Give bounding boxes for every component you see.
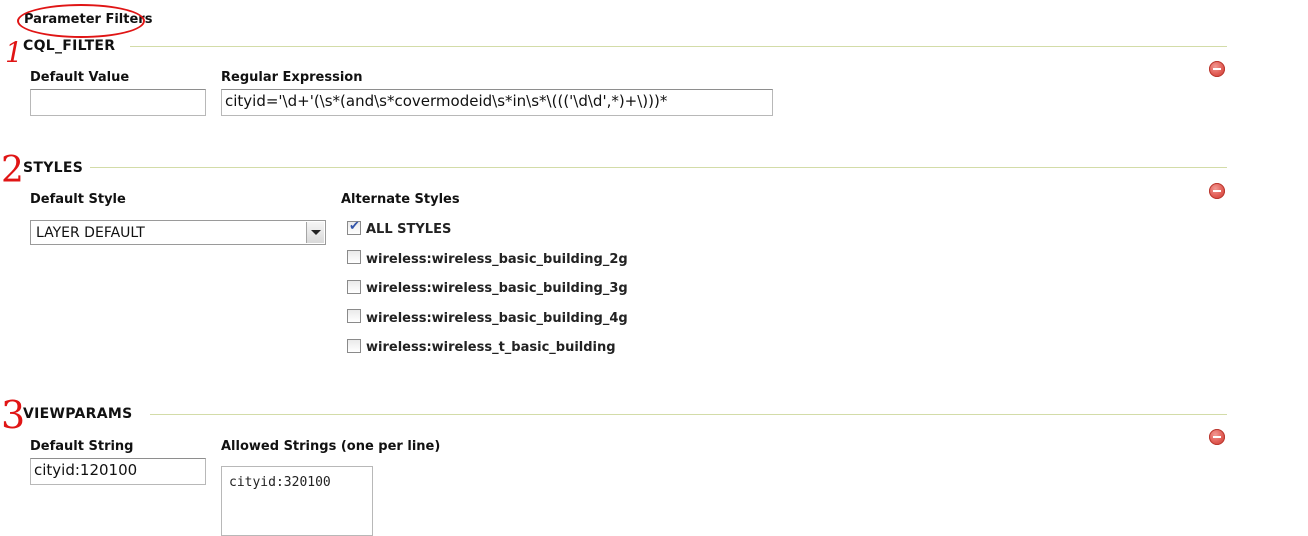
chevron-down-icon[interactable] xyxy=(306,222,324,243)
styles-title: STYLES xyxy=(23,160,84,176)
checkbox-label: wireless:wireless_basic_building_4g xyxy=(366,311,628,326)
viewparams-title: VIEWPARAMS xyxy=(23,406,133,422)
allowed-strings-textarea[interactable]: cityid:320100 xyxy=(221,466,373,536)
regular-expression-input[interactable]: cityid='\d+'(\s*(and\s*covermodeid\s*in\… xyxy=(221,89,773,116)
default-style-value: LAYER DEFAULT xyxy=(36,225,145,241)
allowed-strings-label: Allowed Strings (one per line) xyxy=(221,439,441,454)
remove-viewparams-icon[interactable] xyxy=(1209,429,1225,445)
checkbox-label: wireless:wireless_basic_building_2g xyxy=(366,252,628,267)
annotation-circle xyxy=(17,4,145,38)
default-style-select[interactable]: LAYER DEFAULT xyxy=(30,220,326,245)
checkbox-style-t-basic[interactable] xyxy=(347,339,361,353)
default-string-input[interactable]: cityid:120100 xyxy=(30,458,206,485)
section-divider xyxy=(150,414,1227,415)
section-divider xyxy=(130,46,1227,47)
default-value-label: Default Value xyxy=(30,70,130,85)
default-value-input[interactable] xyxy=(30,89,206,116)
alternate-styles-label: Alternate Styles xyxy=(341,192,460,207)
annotation-number-3: 3 xyxy=(1,393,26,437)
default-string-label: Default String xyxy=(30,439,134,454)
annotation-number-2: 2 xyxy=(1,150,24,191)
cql-filter-title: CQL_FILTER xyxy=(23,38,116,54)
checkbox-label: wireless:wireless_t_basic_building xyxy=(366,340,616,355)
checkbox-label: wireless:wireless_basic_building_3g xyxy=(366,281,628,296)
checkbox-style-4g[interactable] xyxy=(347,309,361,323)
checkbox-style-2g[interactable] xyxy=(347,250,361,264)
checkbox-all-styles[interactable] xyxy=(347,219,361,235)
annotation-number-1: 1 xyxy=(5,36,23,69)
section-divider xyxy=(90,167,1227,168)
checkbox-style-3g[interactable] xyxy=(347,280,361,294)
regular-expression-label: Regular Expression xyxy=(221,70,363,85)
remove-cql-filter-icon[interactable] xyxy=(1209,61,1225,77)
remove-styles-icon[interactable] xyxy=(1209,183,1225,199)
default-style-label: Default Style xyxy=(30,192,126,207)
checkbox-label: ALL STYLES xyxy=(366,222,452,237)
